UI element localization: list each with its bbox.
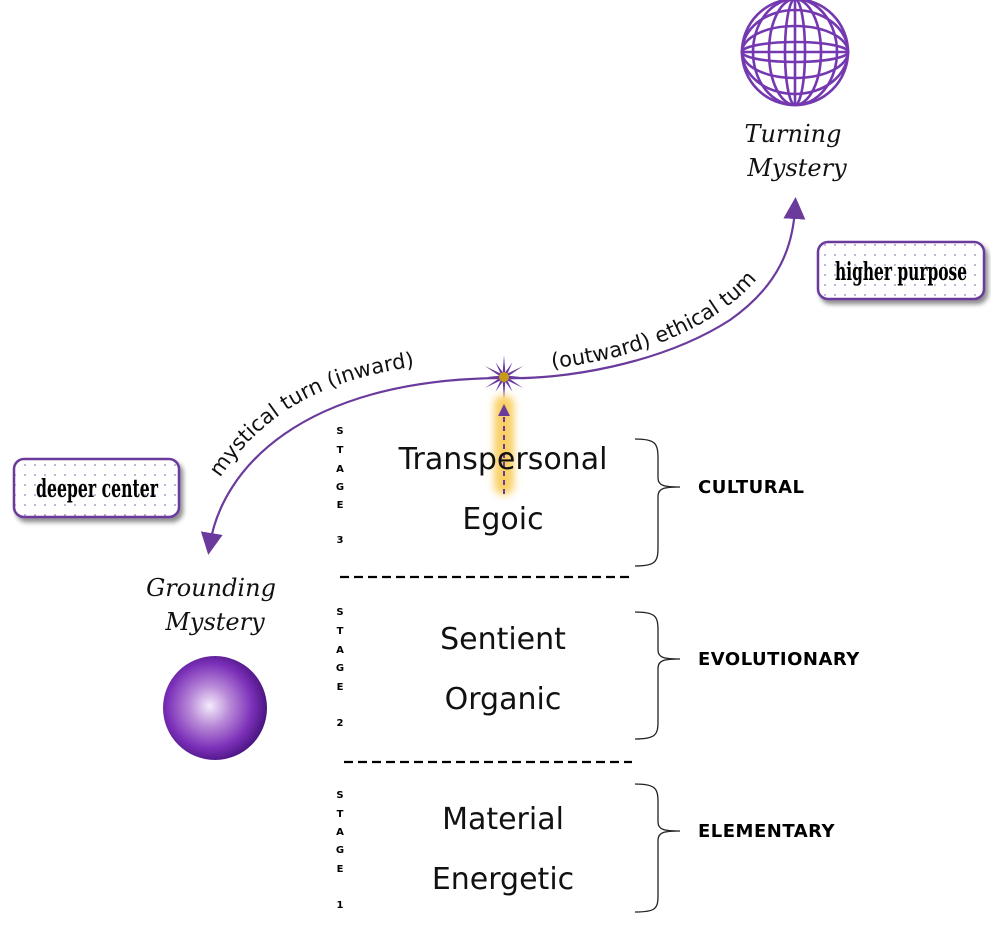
grounding-mystery-line1: Grounding [146, 574, 276, 602]
svg-text:E: E [337, 500, 344, 511]
starburst-icon [484, 355, 524, 399]
svg-text:S: S [336, 790, 343, 801]
svg-text:A: A [336, 645, 344, 656]
deeper-center-tag: deeper center [12, 457, 181, 519]
level-egoic: Egoic [462, 502, 543, 537]
stage-1-label: S T A G E 1 [336, 790, 344, 911]
svg-text:G: G [336, 663, 344, 674]
svg-text:S: S [336, 607, 343, 618]
stage-2-brace [634, 611, 681, 740]
stage-2-group: S T A G E 2 Sentient Organic EVOLUTIONAR… [336, 607, 860, 740]
grounding-mystery-line2: Mystery [164, 608, 265, 636]
higher-purpose-label: higher purpose [835, 257, 967, 286]
turning-mystery-line1: Turning [745, 120, 842, 148]
emergence-arrow-head [498, 404, 510, 416]
stage-3-label: S T A G E 3 [336, 426, 344, 546]
realm-cultural: CULTURAL [698, 477, 804, 498]
mystical-turn-label: mystical turn (inward) [204, 348, 415, 481]
stage-1-brace [634, 783, 681, 913]
deeper-center-label: deeper center [36, 474, 159, 503]
svg-text:2: 2 [337, 718, 344, 729]
svg-text:1: 1 [337, 900, 344, 911]
turning-mystery-line2: Mystery [746, 154, 847, 182]
svg-text:T: T [337, 445, 344, 456]
globe-icon [740, 0, 850, 107]
ethical-turn-arrow [504, 197, 806, 380]
higher-purpose-tag: higher purpose [816, 240, 986, 301]
level-material: Material [442, 802, 564, 837]
svg-text:G: G [336, 845, 344, 856]
svg-text:A: A [336, 827, 344, 838]
svg-text:T: T [337, 626, 344, 637]
svg-text:3: 3 [337, 535, 344, 546]
level-sentient: Sentient [440, 622, 566, 657]
mystical-turn-arrow [200, 376, 501, 555]
level-organic: Organic [445, 682, 562, 717]
stage-2-label: S T A G E 2 [336, 607, 344, 729]
stage-3-group: S T A G E 3 Transpersonal Egoic CULTURAL [336, 426, 804, 567]
svg-text:E: E [337, 682, 344, 693]
svg-text:E: E [337, 864, 344, 875]
starburst-center [499, 372, 509, 382]
svg-text:S: S [336, 426, 343, 437]
level-energetic: Energetic [432, 862, 574, 897]
stage-3-brace [634, 438, 681, 567]
realm-elementary: ELEMENTARY [698, 821, 836, 842]
svg-text:G: G [336, 482, 344, 493]
svg-text:T: T [337, 809, 344, 820]
sphere-icon [163, 656, 267, 760]
realm-evolutionary: EVOLUTIONARY [698, 649, 860, 670]
stage-1-group: S T A G E 1 Material Energetic ELEMENTAR… [336, 783, 836, 913]
level-transpersonal: Transpersonal [398, 442, 608, 477]
svg-text:A: A [336, 464, 344, 475]
